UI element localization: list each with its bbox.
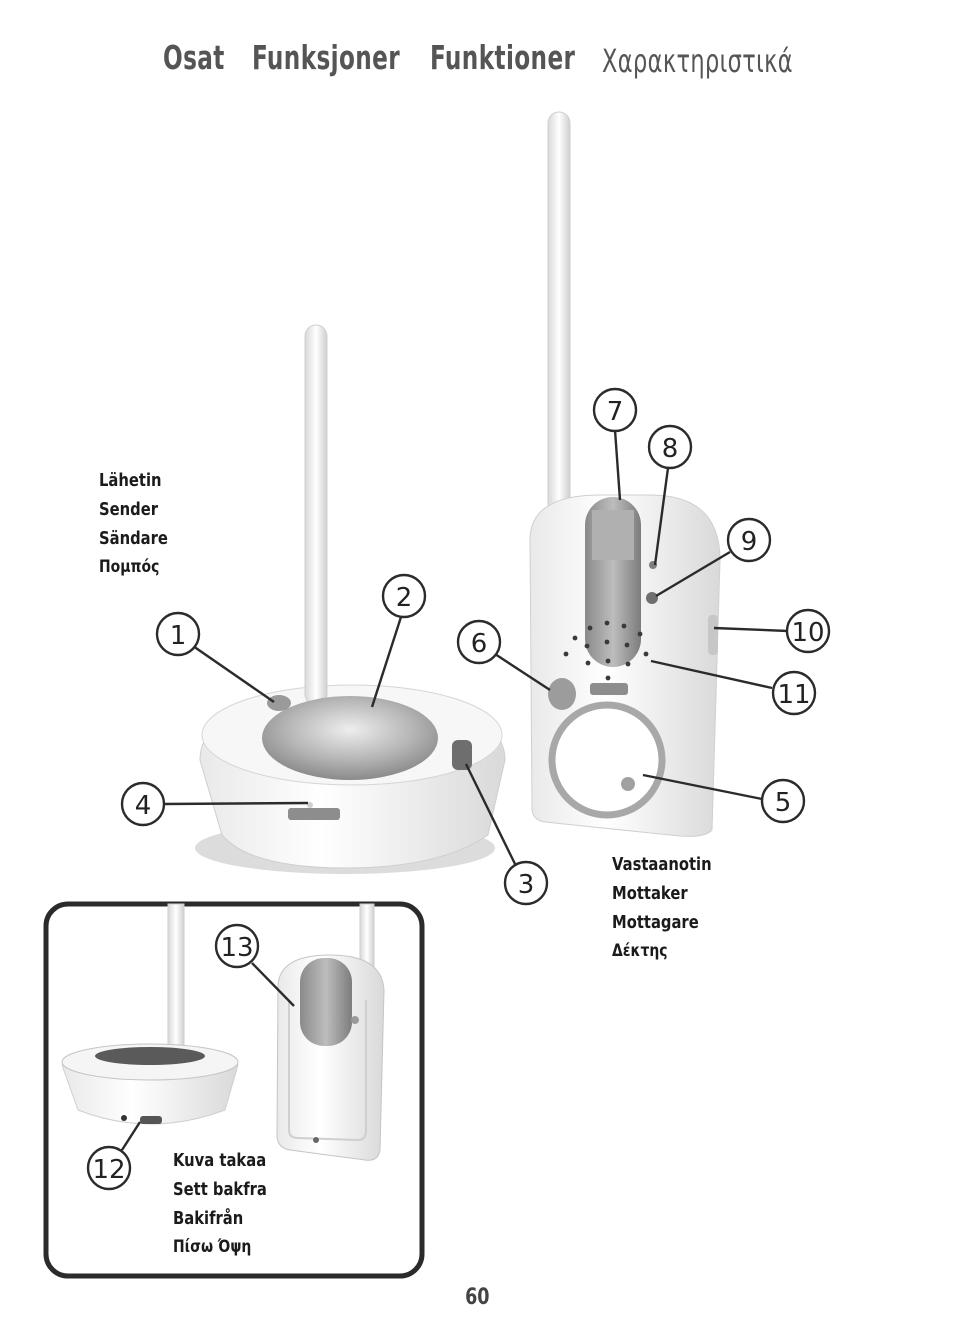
receiver-label-el: Δέκτης	[612, 941, 668, 961]
back-view-label-fi: Kuva takaa	[173, 1150, 267, 1171]
callout-number: 4	[135, 791, 152, 821]
leader-lines	[120, 429, 789, 1151]
sound-light-button	[267, 695, 291, 711]
page-number-text: 60	[464, 1285, 490, 1310]
callout-9: 9	[726, 517, 772, 563]
back-view-illustration	[61, 903, 385, 1161]
callout-number: 1	[170, 621, 187, 651]
callout-number: 10	[791, 618, 824, 648]
callout-number: 6	[471, 629, 488, 659]
transmitter-label: Lähetin Sender Sändare Πομπός	[99, 466, 183, 582]
back-view-label-no: Sett bakfra	[173, 1179, 267, 1200]
brand-badge-receiver	[590, 683, 628, 695]
callout-number: 2	[396, 583, 413, 613]
callout-11: 11	[771, 670, 817, 716]
callout-5: 5	[760, 778, 806, 824]
callout-13: 13	[214, 923, 260, 969]
callout-number: 11	[777, 680, 810, 710]
callout-10: 10	[785, 608, 831, 654]
receiver-label-no: Mottaker	[612, 883, 688, 904]
receiver-label-sv: Mottagare	[612, 912, 699, 933]
transmitter-label-el: Πομπός	[99, 557, 160, 577]
back-view-label: Kuva takaa Sett bakfra Bakifrån Πίσω Όψη	[173, 1146, 288, 1262]
callout-number: 3	[518, 870, 535, 900]
callout-2: 2	[381, 573, 427, 619]
callout-12: 12	[86, 1145, 132, 1191]
callout-3: 3	[503, 860, 549, 906]
transmitter-label-fi: Lähetin	[99, 470, 162, 491]
callout-number: 9	[741, 527, 758, 557]
callout-number: 8	[662, 434, 679, 464]
belt-clip-back	[300, 958, 352, 1046]
power-light	[307, 802, 313, 808]
page-number: 60	[0, 1285, 954, 1310]
low-battery-light	[646, 592, 658, 604]
callout-4: 4	[120, 781, 166, 827]
speaker-holes	[563, 620, 649, 681]
callout-markers: 1 2 3 4 5 6 7 8	[86, 387, 831, 1191]
transmitter-label-sv: Sändare	[99, 528, 168, 549]
receiver-label: Vastaanotin Mottaker Mottagare Δέκτης	[612, 850, 733, 966]
title-greek: Χαρακτηριστικά	[602, 42, 793, 80]
callout-number: 12	[92, 1155, 125, 1185]
receiver-label-fi: Vastaanotin	[612, 854, 712, 875]
receiver-unit	[529, 111, 721, 837]
battery-door	[140, 1116, 162, 1124]
title-norwegian: Funksjoner	[252, 38, 401, 77]
brand-badge-transmitter	[288, 808, 340, 820]
page-title-row: Osat Funksjoner Funktioner Χαρακτηριστικ…	[0, 38, 954, 88]
title-swedish: Funktioner	[430, 38, 576, 77]
back-view-frame	[43, 901, 425, 1279]
callout-7: 7	[592, 387, 638, 433]
callout-8: 8	[647, 424, 693, 470]
volume-switch	[452, 740, 472, 770]
title-finnish: Osat	[163, 38, 225, 77]
callout-number: 13	[220, 933, 253, 963]
callout-6: 6	[456, 619, 502, 665]
transmitter-label-no: Sender	[99, 499, 159, 520]
volume-control	[708, 615, 718, 655]
sound-lights-ring	[548, 701, 666, 819]
transmitter-unit	[195, 324, 506, 874]
back-view-label-el: Πίσω Όψη	[173, 1237, 252, 1257]
callout-number: 7	[607, 397, 624, 427]
power-button-receiver	[548, 678, 576, 710]
back-view-label-sv: Bakifrån	[173, 1208, 244, 1229]
callout-number: 5	[775, 788, 792, 818]
callout-1: 1	[155, 611, 201, 657]
